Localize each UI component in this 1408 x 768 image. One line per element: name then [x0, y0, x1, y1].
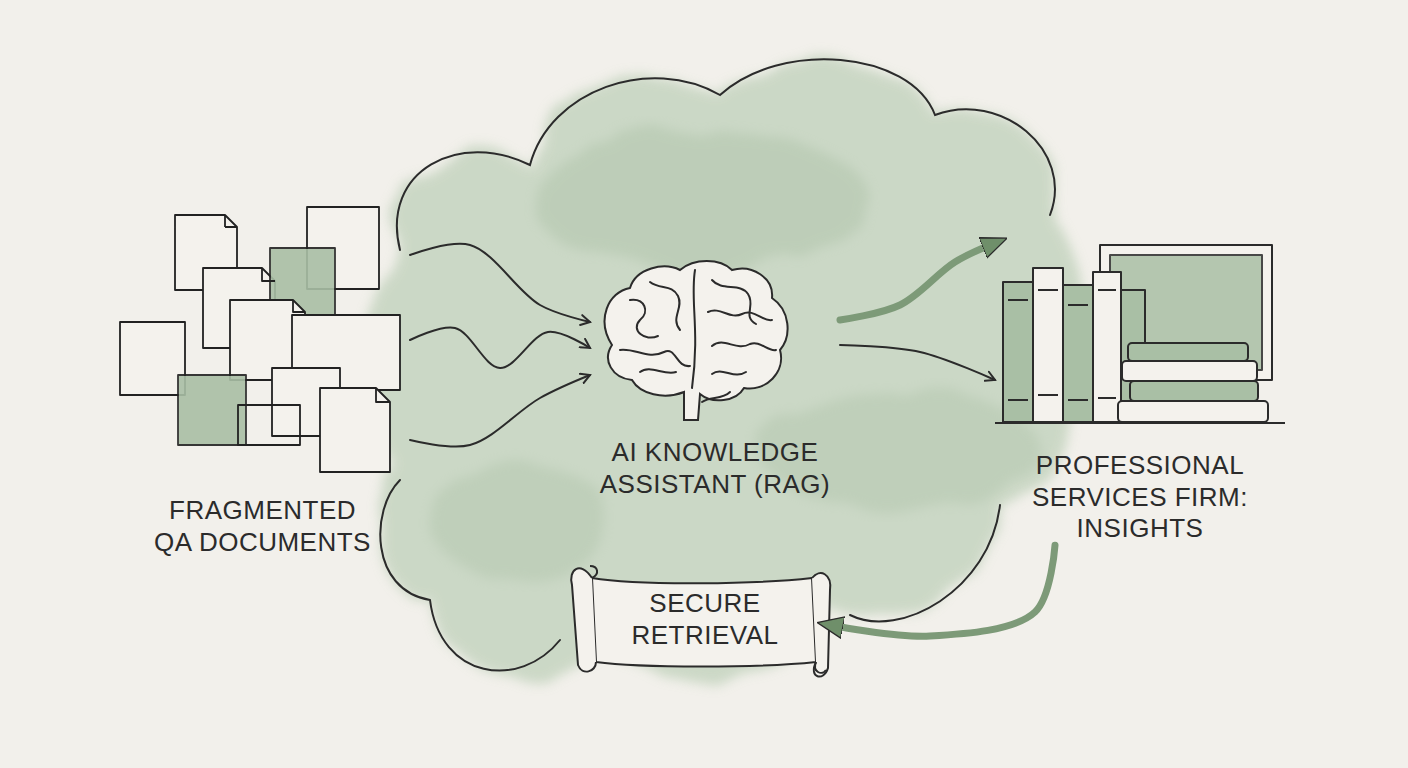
node-label: AI KNOWLEDGE ASSISTANT (RAG): [595, 437, 835, 500]
flow-arrow: [410, 244, 590, 322]
node-label: PROFESSIONAL SERVICES FIRM: INSIGHTS: [1015, 450, 1265, 545]
illustration-node: PROFESSIONAL SERVICES FIRM: INSIGHTS: [995, 235, 1285, 545]
flow-arrow: [410, 375, 590, 446]
flow-arrow-bold: [840, 243, 995, 320]
document-stack: [120, 207, 400, 472]
flow-arrow-bold: [830, 545, 1055, 636]
illustration-node: AI KNOWLEDGE ASSISTANT (RAG): [590, 255, 840, 500]
scroll-banner: [571, 566, 830, 677]
cloud: [366, 59, 1076, 680]
brain-icon: [605, 261, 788, 420]
flow-arrow: [840, 345, 995, 380]
books-monitor: [995, 245, 1285, 423]
node-label: FRAGMENTED QA DOCUMENTS: [148, 495, 378, 558]
scroll-node: SECURE RETRIEVAL: [580, 570, 830, 670]
flow-arrow: [410, 328, 590, 368]
node-label: SECURE RETRIEVAL: [605, 588, 805, 651]
illustration-node: FRAGMENTED QA DOCUMENTS: [115, 200, 410, 558]
